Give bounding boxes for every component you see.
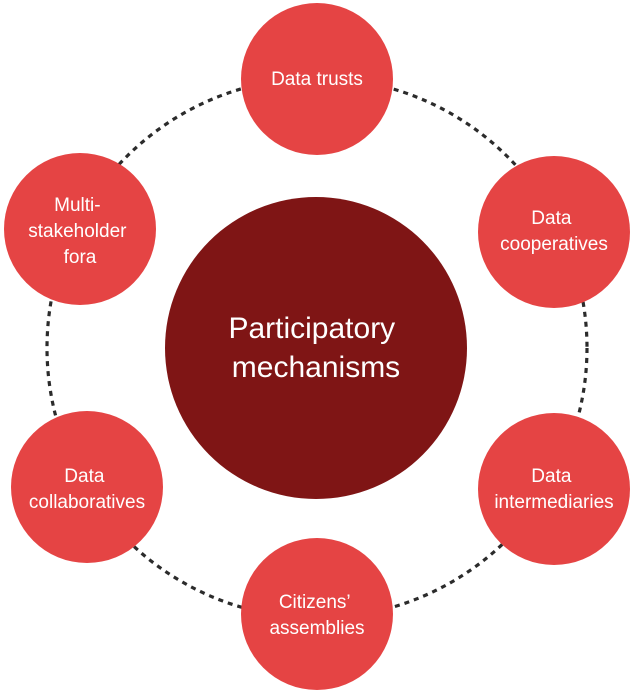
- center-label: Participatory mechanisms: [228, 312, 403, 384]
- node-label-line: Data: [64, 466, 105, 487]
- node-label: Data intermediaries: [494, 466, 613, 513]
- node-data-intermediaries: Data intermediaries: [478, 413, 630, 565]
- node-label-line: assemblies: [269, 618, 364, 639]
- node-circle: [478, 413, 630, 565]
- node-label-line: Data: [531, 208, 572, 229]
- center-label-line-1: Participatory: [228, 312, 395, 345]
- node-label: Data trusts: [271, 69, 363, 90]
- node-multi-stakeholder-fora: Multi- stakeholder fora: [4, 153, 156, 305]
- node-circle: [478, 156, 630, 308]
- node-label: Data cooperatives: [500, 208, 608, 255]
- node-label-line: collaboratives: [29, 492, 145, 513]
- node-circle: [4, 153, 156, 305]
- node-circle: [241, 3, 393, 155]
- node-label-line: cooperatives: [500, 234, 608, 255]
- center-label-line-2: mechanisms: [232, 351, 400, 384]
- center-node: Participatory mechanisms: [165, 197, 467, 499]
- node-label-line: Citizens’: [279, 592, 351, 613]
- node-circle: [241, 538, 393, 690]
- node-label-line: stakeholder: [28, 221, 127, 242]
- node-label-line: intermediaries: [494, 492, 613, 513]
- node-label-line: Data: [531, 466, 572, 487]
- node-citizens-assemblies: Citizens’ assemblies: [241, 538, 393, 690]
- node-label: Citizens’ assemblies: [269, 592, 364, 639]
- node-label: Data collaboratives: [29, 466, 145, 513]
- node-circle: [11, 411, 163, 563]
- node-label-line: Multi-: [54, 195, 100, 216]
- node-data-cooperatives: Data cooperatives: [478, 156, 630, 308]
- node-data-collaboratives: Data collaboratives: [11, 411, 163, 563]
- node-label: Multi- stakeholder fora: [28, 195, 132, 268]
- center-circle: [165, 197, 467, 499]
- node-data-trusts: Data trusts: [241, 3, 393, 155]
- node-label-line: Data trusts: [271, 69, 363, 90]
- node-label-line: fora: [64, 247, 97, 268]
